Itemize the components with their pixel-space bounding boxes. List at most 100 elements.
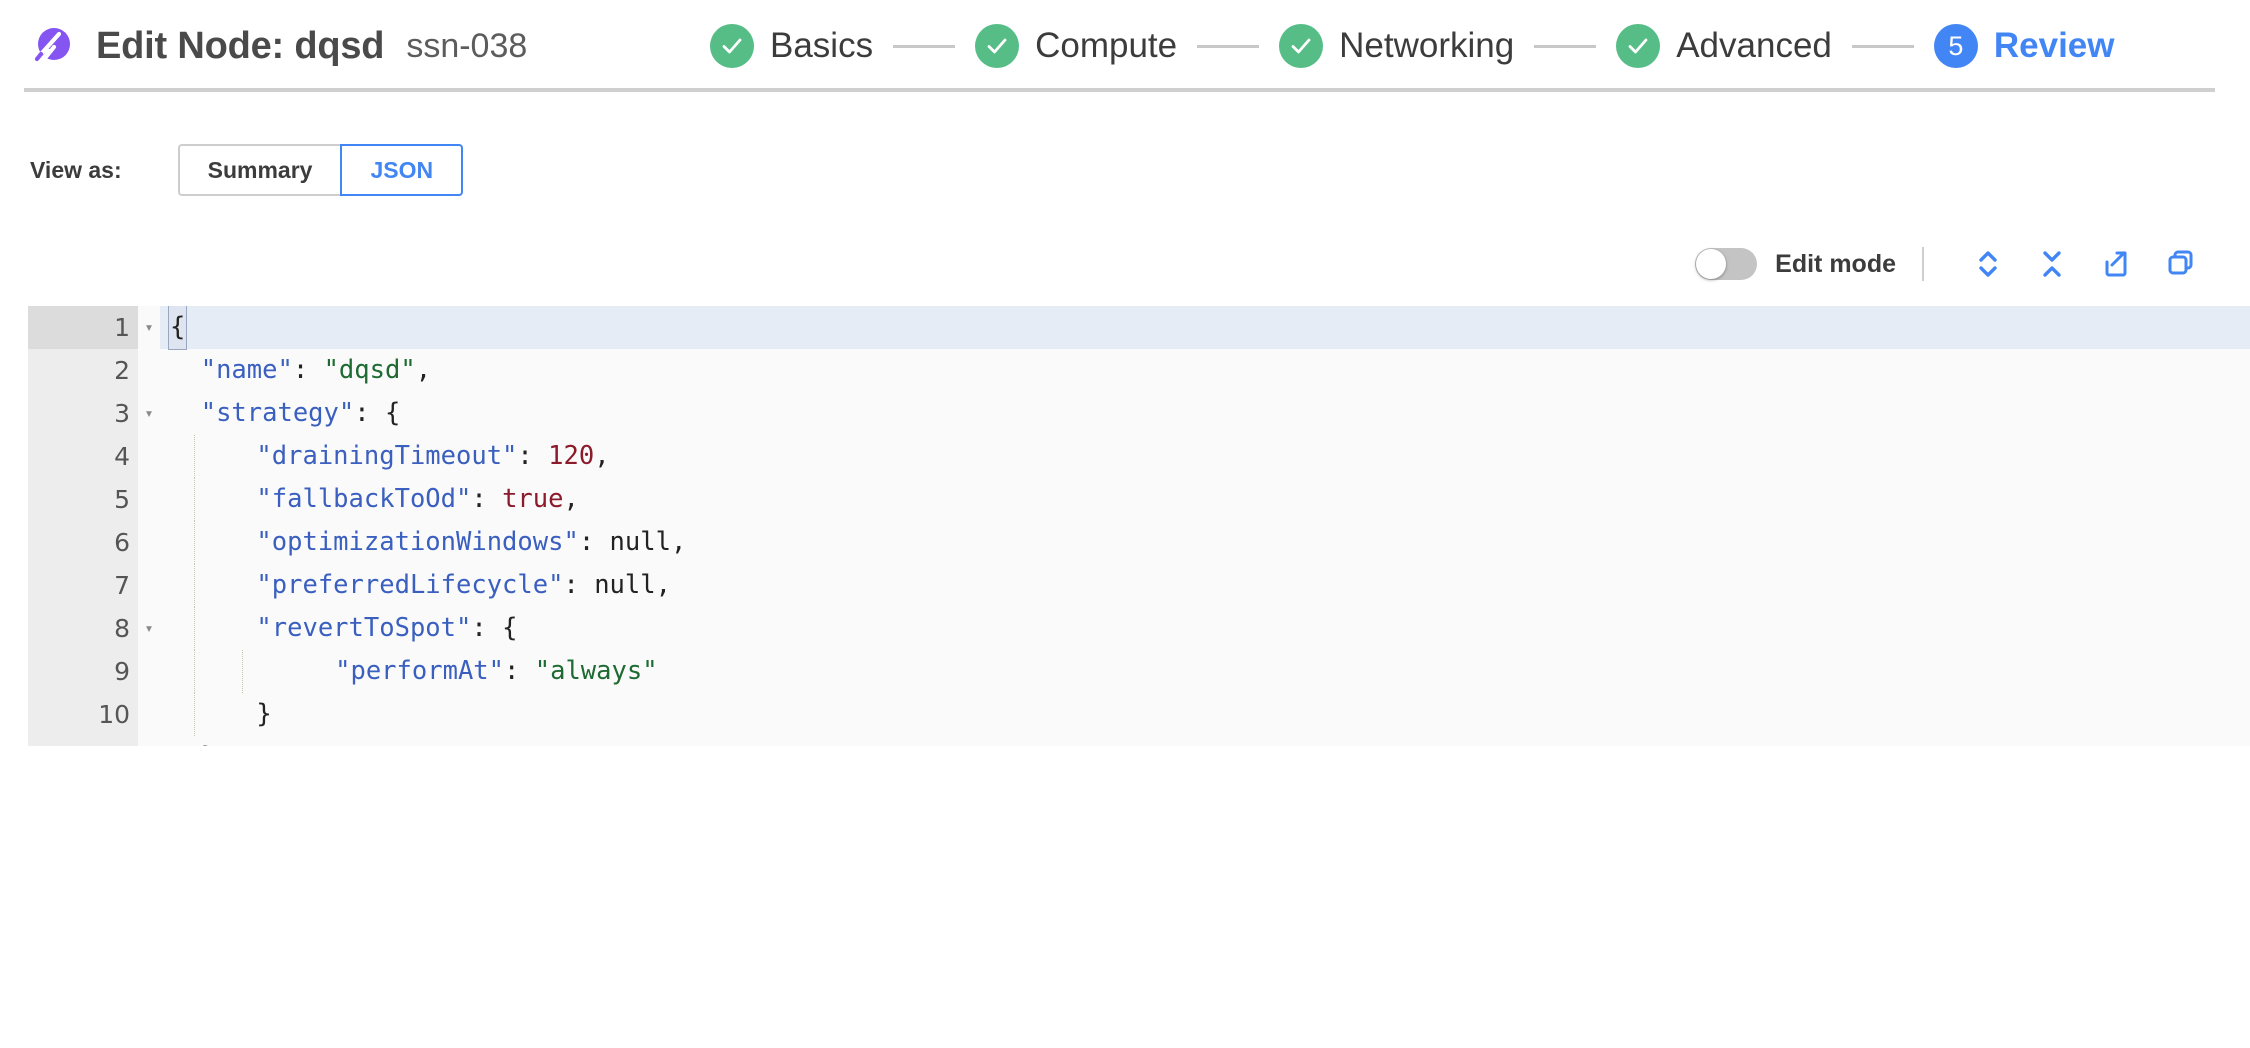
token-punct: : [517,441,549,471]
line-number: 5 [28,478,138,521]
code-indent [195,521,256,564]
indent-guide [194,521,195,564]
wizard-step-networking[interactable]: Networking [1279,24,1514,68]
indent-guide [194,607,195,650]
step-check-icon [1616,24,1661,68]
code-indent [170,349,201,392]
json-editor[interactable]: 1▾{2 "name": "dqsd",3▾ "strategy": {4 "d… [28,306,2250,746]
step-connector [1534,44,1597,48]
code-content[interactable]: "optimizationWindows": null, [160,521,2250,564]
export-icon[interactable] [2090,243,2142,285]
code-line[interactable]: 9 "performAt": "always" [28,650,2250,693]
code-line[interactable]: 6 "optimizationWindows": null, [28,521,2250,564]
code-indent [243,650,335,693]
spot-comet-logo-icon [28,23,74,69]
wizard-step-basics[interactable]: Basics [710,24,873,68]
editor-toolbar: Edit mode [0,238,2250,290]
token-null: null [594,570,656,600]
view-as-option-json[interactable]: JSON [340,144,464,196]
toolbar-divider [1922,247,1924,281]
token-punct: : [504,656,535,686]
line-number: 2 [28,349,138,392]
wizard-step-review[interactable]: 5 Review [1933,24,2115,68]
code-content[interactable]: "name": "dqsd", [160,349,2250,392]
token-key: "preferredLifecycle" [256,570,564,600]
token-punct: : [292,355,324,385]
indent-guide [194,693,195,736]
code-content[interactable]: "strategy": { [160,392,2250,435]
code-line[interactable]: 10 } [28,693,2250,736]
code-indent [195,564,256,607]
line-number: 11 [28,736,138,746]
view-as-segmented-control[interactable]: Summary JSON [177,144,464,196]
indent-guide [194,478,195,521]
token-punct: : [563,570,595,600]
token-punct: } [256,699,272,729]
token-punct: : [471,484,503,514]
view-as-label: View as: [30,156,122,183]
step-check-icon [975,24,1020,68]
step-label: Networking [1339,26,1515,65]
token-punct: , [594,441,610,471]
code-indent [195,435,256,478]
code-content[interactable]: "drainingTimeout": 120, [160,435,2250,478]
code-content[interactable]: } [160,693,2250,736]
token-key: "optimizationWindows" [256,527,579,557]
code-line[interactable]: 8 ▾ "revertToSpot": { [28,607,2250,650]
step-label: Compute [1035,26,1178,65]
copy-icon[interactable] [2154,243,2206,285]
expand-all-icon[interactable] [1962,243,2014,285]
code-content[interactable]: { [160,306,2250,350]
edit-mode-toggle-knob [1696,249,1727,279]
step-check-icon [1279,24,1324,68]
view-as-option-summary[interactable]: Summary [177,144,341,196]
code-line[interactable]: 7 "preferredLifecycle": null, [28,564,2250,607]
code-line[interactable]: 5 "fallbackToOd": true, [28,478,2250,521]
code-line[interactable]: 4 "drainingTimeout": 120, [28,435,2250,478]
code-line[interactable]: 1 ▾ { [28,306,2250,350]
token-punct: : [578,527,610,557]
token-punct: : { [471,613,518,643]
code-indent [195,478,256,521]
token-punct: , [670,527,687,557]
line-number: 3 [28,392,138,435]
line-number: 8 [28,607,138,650]
fold-arrow-icon[interactable]: ▾ [144,318,154,336]
page-subtitle: ssn-038 [406,26,528,65]
fold-arrow-icon[interactable]: ▾ [144,619,154,637]
token-null: null [609,527,671,557]
code-indent [195,693,256,736]
wizard-stepper: Basics Compute Networking Advanced 5 Review [700,0,2115,92]
step-number-badge: 5 [1933,24,1978,68]
line-number: 6 [28,521,138,564]
step-label: Review [1993,26,2115,65]
line-number: 9 [28,650,138,693]
wizard-step-advanced[interactable]: Advanced [1616,24,1832,68]
step-number: 5 [1948,30,1964,61]
line-number: 1 [28,306,138,349]
token-punct: }, [201,736,232,746]
code-content[interactable]: "fallbackToOd": true, [160,478,2250,521]
code-line[interactable]: 2 "name": "dqsd", [28,349,2250,392]
fold-arrow-icon[interactable]: ▾ [144,404,154,422]
code-line[interactable]: 3 ▾ "strategy": { [28,392,2250,435]
code-indent [170,736,201,746]
page-title: Edit Node: dqsd [96,24,385,67]
code-line[interactable]: 11 }, [28,736,2250,746]
edit-mode-toggle[interactable] [1695,248,1758,280]
code-content[interactable]: "revertToSpot": { [160,607,2250,650]
indent-guide [194,564,195,607]
step-label: Advanced [1676,26,1832,65]
code-content[interactable]: "performAt": "always" [160,650,2250,693]
token-str: "dqsd" [323,355,416,385]
wizard-step-compute[interactable]: Compute [975,24,1177,68]
token-punct: , [415,355,432,385]
collapse-all-icon[interactable] [2026,243,2078,285]
edit-mode-label: Edit mode [1775,249,1896,278]
token-punct: , [655,570,671,600]
page-header: Edit Node: dqsd ssn-038 Basics Compute Net… [0,0,2250,92]
token-key: "name" [200,355,293,385]
line-number: 10 [28,693,138,736]
code-content[interactable]: }, [160,736,2250,746]
code-content[interactable]: "preferredLifecycle": null, [160,564,2250,607]
